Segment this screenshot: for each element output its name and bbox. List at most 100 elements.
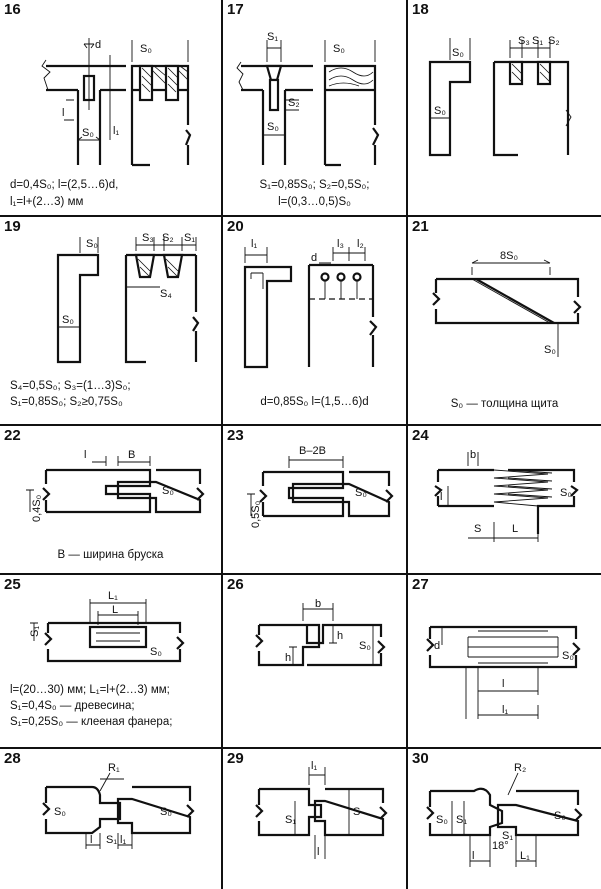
board-pair — [247, 456, 394, 518]
panel-20: 20 l₁ d l₃ l₂ d=0,85S₀ l=(1,5…6)d — [223, 217, 406, 424]
dim-label: l₂ — [357, 238, 364, 250]
dim-label: l₁ — [120, 834, 126, 846]
panel-17: 17 S₁ S₀ S₂ S₀ S₁=0,85S₀; S₂=0,5S₀; l=(0… — [223, 0, 406, 215]
dim-label: l₁ — [311, 760, 317, 772]
dim-label: S₁ — [106, 834, 117, 846]
grid-line — [221, 0, 223, 889]
tongue-groove — [42, 772, 195, 849]
panel-number: 27 — [412, 576, 429, 593]
dim-label: S₀ — [544, 344, 556, 356]
dim-label: l — [472, 850, 474, 862]
dim-label: l₃ — [337, 238, 344, 250]
caption-line: d=0,85S₀ l=(1,5…6)d — [260, 396, 369, 408]
board-left — [428, 38, 472, 157]
finger-joint — [434, 452, 579, 542]
grid-line — [0, 747, 601, 749]
panel-18: 18 S₀ S₃ S₁ S₂ S₀ — [408, 0, 601, 215]
dim-label: l — [317, 846, 319, 858]
joint-drawing: B–2B 0,5S₀ S₀ — [247, 445, 394, 528]
dim-label: d — [434, 640, 440, 652]
board-right — [323, 40, 380, 167]
dim-label: d — [95, 39, 101, 51]
dim-label: L — [112, 604, 118, 616]
dim-label: S₀ — [162, 485, 174, 497]
panel-26: 26 b h h S₀ — [223, 575, 406, 747]
dim-label: h — [337, 630, 343, 642]
dim-label: S₁ — [532, 35, 543, 47]
caption-line: S₀ — толщина щита — [450, 398, 559, 410]
dim-label: S₄ — [160, 288, 172, 300]
dim-label: l — [440, 491, 442, 503]
panel-number: 16 — [4, 1, 21, 18]
panel-number: 24 — [412, 427, 429, 444]
dim-label: l — [84, 449, 86, 461]
dim-label: S₂ — [288, 97, 300, 109]
panel-number: 30 — [412, 750, 429, 767]
dim-label: l₁ — [251, 238, 257, 250]
rebate-joint — [255, 603, 386, 667]
dim-label: S₀ — [452, 47, 464, 59]
dim-label: S₂ — [548, 35, 560, 47]
dim-label: L — [512, 523, 518, 535]
board-left — [56, 237, 100, 364]
dim-label: S — [474, 523, 481, 535]
grid-line — [0, 573, 601, 575]
board-left — [243, 247, 293, 369]
joint-drawing: 8S₀ S₀ — [432, 250, 582, 357]
dim-label: l₁ — [113, 125, 119, 137]
panel-28: 28 R₁ S₀ S₀ l S₁ l₁ — [0, 749, 221, 889]
caption-line: l=(0,3…0,5)S₀ — [278, 196, 351, 208]
panel-29: 29 l₁ S₁ S l — [223, 749, 406, 889]
dim-label: 0,5S₀ — [250, 501, 262, 528]
dim-label: S₀ — [86, 238, 98, 250]
dim-label: S₂ — [162, 232, 174, 244]
dim-label: L₁ — [108, 590, 118, 602]
panel-16: 16 d S₀ S₀ l l₁ d=0, — [0, 0, 221, 215]
board-with-plug — [30, 599, 185, 663]
joint-drawing: R₁ S₀ S₀ l S₁ l₁ — [42, 762, 195, 849]
joint-drawing: S₀ S₃ S₁ S₂ S₀ — [428, 35, 572, 157]
dim-label: S₀ — [355, 487, 367, 499]
dim-label: S₁ — [184, 232, 195, 244]
panel-number: 22 — [4, 427, 21, 444]
panel-24: 24 b l S₀ S L — [408, 426, 601, 573]
dim-label: S₀ — [359, 640, 371, 652]
panel-number: 17 — [227, 1, 244, 18]
dim-label: l — [90, 834, 92, 846]
board-right — [307, 247, 378, 367]
panel-30: 30 R₂ S₀ S₁ S₀ l 18° L₁ S₁ — [408, 749, 601, 889]
caption-line: l₁=l+(2…3) мм — [10, 196, 84, 208]
offset-tongue — [255, 767, 388, 859]
dim-label: b — [470, 449, 476, 461]
dim-label: S₀ — [562, 650, 574, 662]
panel-number: 21 — [412, 218, 429, 235]
panel-23: 23 B–2B 0,5S₀ S₀ — [223, 426, 406, 573]
joint-drawing: d S₀ l l₁ — [426, 625, 581, 719]
dim-label: S₀ — [267, 121, 279, 133]
caption-line: d=0,4S₀; l=(2,5…6)d, — [10, 179, 119, 191]
dim-label: B — [128, 449, 135, 461]
panel-22: 22 l B 0,4S₀ S₀ B — ширина бруска — [0, 426, 221, 573]
dim-label: S₀ — [160, 806, 172, 818]
dim-label: l — [502, 678, 504, 690]
dim-label: S₀ — [140, 43, 152, 55]
joint-drawing: b h h S₀ — [255, 598, 386, 667]
dim-label: S₀ — [554, 810, 566, 822]
dim-label: S₀ — [82, 127, 94, 139]
grid-line — [0, 424, 601, 426]
board-right — [124, 237, 200, 364]
caption-line: S₄=0,5S₀; S₃=(1…3)S₀; — [10, 380, 131, 392]
joint-drawing: d S₀ S₀ l l₁ — [41, 38, 192, 167]
panel-number: 26 — [227, 576, 244, 593]
caption-line: S₁=0,85S₀; S₂=0,5S₀; — [259, 179, 370, 191]
dim-label: S₃ — [518, 35, 530, 47]
dim-label: S₁ — [456, 814, 467, 826]
dim-label: R₂ — [514, 762, 526, 774]
caption-line: S₁=0,85S₀; S₂≥0,75S₀ — [10, 396, 123, 408]
dim-label: S — [353, 806, 360, 818]
caption-line: l=(20…30) мм; L₁=l+(2…3) мм; — [10, 684, 170, 696]
joint-drawing: R₂ S₀ S₁ S₀ l 18° L₁ S₁ — [426, 762, 583, 867]
caption-line: S₁=0,25S₀ — клееная фанера; — [10, 716, 173, 728]
panel-number: 18 — [412, 1, 429, 18]
grid-line — [0, 215, 601, 217]
